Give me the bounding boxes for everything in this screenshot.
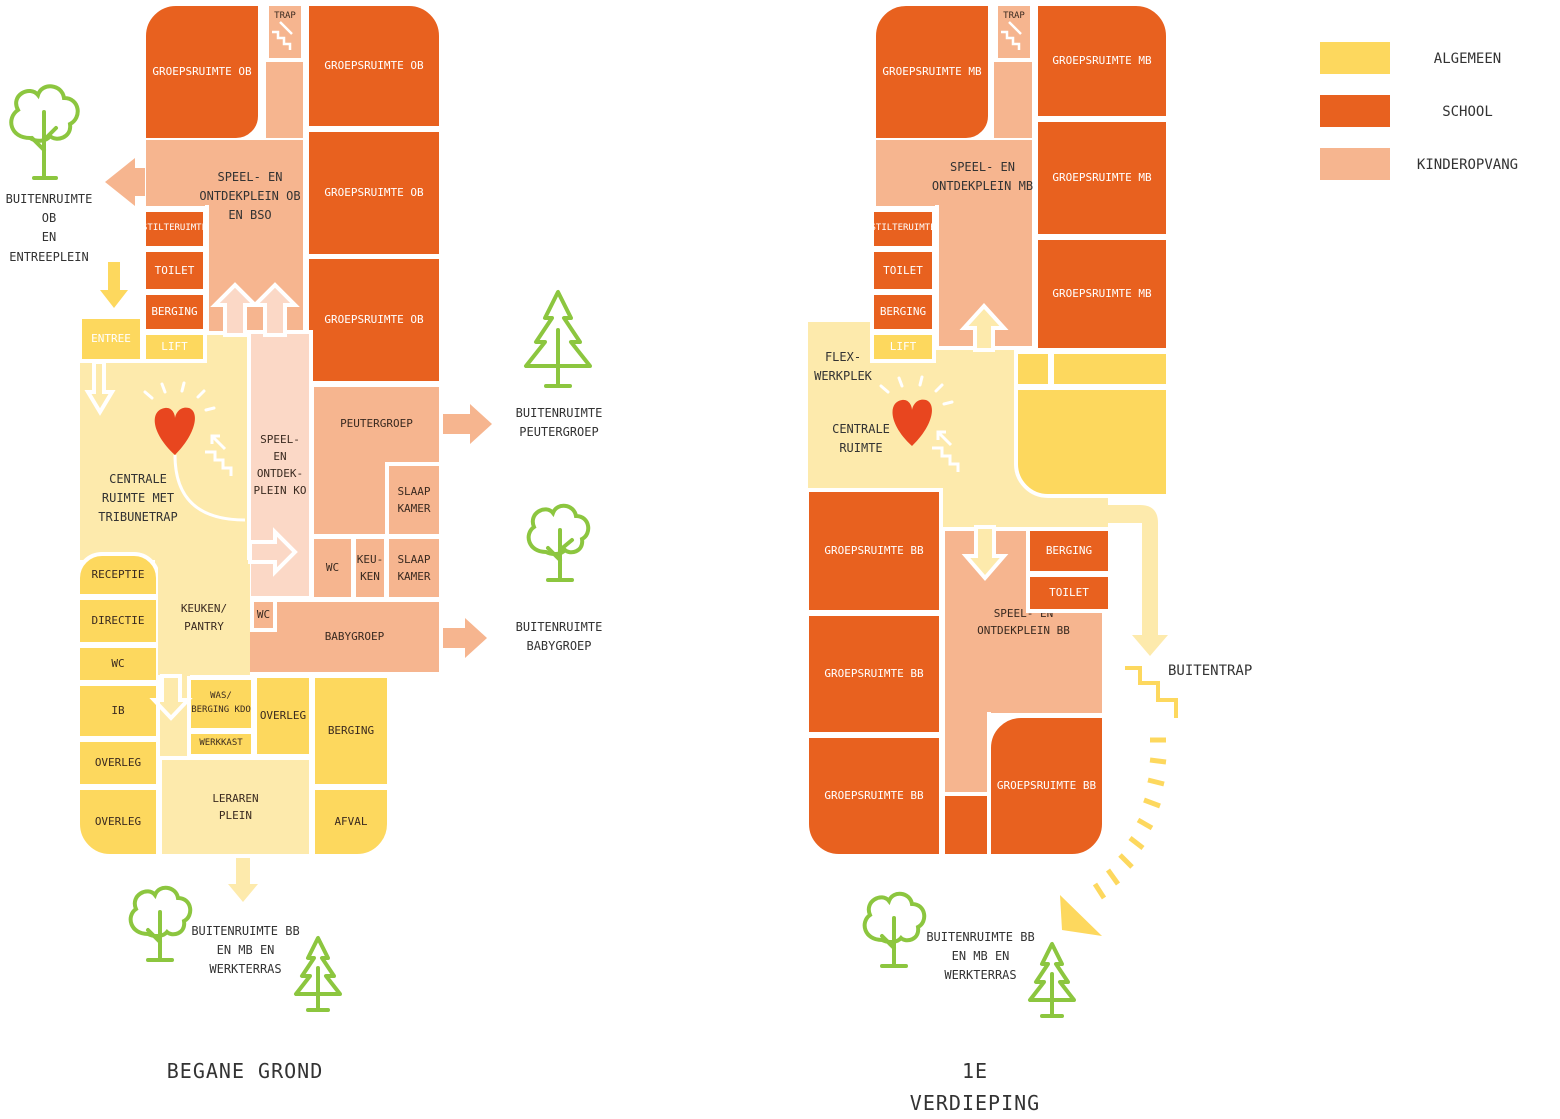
room-overleg-3: OVERLEG: [253, 674, 313, 758]
room-groepsruimte-bb-3: GROEPSRUIMTE BB: [805, 734, 943, 858]
legend-label-algemeen: ALGEMEEN: [1433, 51, 1502, 67]
room-keuken-pantry: KEUKEN/ PANTRY: [158, 560, 250, 675]
room-toilet-first: TOILET: [870, 248, 936, 293]
yellow-block-3: [1014, 386, 1170, 498]
label-buitentrap: BUITENTRAP: [1168, 663, 1253, 679]
room-trap-ground: TRAP: [265, 2, 305, 62]
arrow-to-buiten-ob: [105, 158, 145, 206]
label-buiten-bb-ground: BUITENRUIMTE BB EN MB EN WERKTERRAS: [191, 924, 300, 977]
room-afval: AFVAL: [311, 786, 391, 858]
label-flexwerkplek: FLEX- WERKPLEK: [814, 350, 872, 384]
arrow-to-buiten-bb: [228, 858, 258, 902]
arrow-entree-into-central: [84, 360, 116, 416]
room-stilteruimte-ground: STILTERUIMTE: [142, 208, 207, 250]
legend-swatch-kinderopvang: [1320, 148, 1390, 180]
room-groepsruimte-ob-4: GROEPSRUIMTE OB: [305, 255, 443, 385]
stairs-icon-trap-ground: [272, 21, 293, 50]
arrow-up-speel-2: [250, 282, 300, 337]
label-centrale-ruimte-first: CENTRALE RUIMTE: [832, 422, 890, 456]
room-lift-first: LIFT: [870, 331, 936, 363]
label-speel-ob-bso: SPEEL- EN ONTDEKPLEIN OB EN BSO: [199, 170, 301, 223]
room-groepsruimte-mb-3: GROEPSRUIMTE MB: [1034, 118, 1170, 238]
speel-ob-area-lower: [205, 205, 307, 335]
room-overleg-2: OVERLEG: [76, 786, 160, 858]
room-toilet-ground: TOILET: [142, 248, 207, 293]
legend-label-kinderopvang: KINDEROPVANG: [1416, 157, 1519, 173]
room-wc-1: WC: [310, 535, 355, 601]
label-buiten-bb-first: BUITENRUIMTE BB EN MB EN WERKTERRAS: [926, 930, 1035, 983]
room-entree: ENTREE: [78, 315, 144, 363]
speel-mb-area-main: [872, 140, 1036, 210]
arrow-to-buiten-peuter: [443, 404, 492, 444]
tree-icon-buiten-peuter: [524, 290, 592, 388]
stairs-icon-trap-first: [1001, 21, 1022, 50]
arrow-entree-down: [100, 262, 128, 308]
tree-icon-buiten-baby: [526, 503, 591, 582]
tree-icon-buiten-ob: [9, 84, 80, 180]
room-berging-first: BERGING: [870, 291, 936, 333]
room-trap-first: TRAP: [994, 2, 1034, 62]
room-slaapkamer-2: SLAAP KAMER: [385, 535, 443, 601]
dashed-path-to-buiten: [1060, 737, 1167, 936]
tree-icon-buiten-bb-first-1: [862, 891, 927, 968]
room-wc-2-box: WC: [250, 598, 277, 632]
room-berging-first-2: BERGING: [1026, 527, 1112, 575]
label-speel-mb: SPEEL- EN ONTDEKPLEIN MB: [931, 160, 1034, 194]
heart-icon-first: [879, 375, 954, 446]
room-groepsruimte-bb-4: GROEPSRUIMTE BB: [987, 714, 1106, 858]
legend-swatch-school: [1320, 95, 1390, 127]
arrow-to-buitentrap: [1108, 505, 1168, 656]
arrow-to-speel-ko: [248, 527, 298, 577]
title-begane-grond: BEGANE GROND: [166, 1059, 324, 1083]
label-centrale-ruimte-ground: CENTRALE RUIMTE MET TRIBUNETRAP: [98, 472, 178, 525]
diagram-overlay: [9, 21, 1178, 1018]
room-groepsruimte-bb-1: GROEPSRUIMTE BB: [805, 488, 943, 614]
room-groepsruimte-ob-3: GROEPSRUIMTE OB: [305, 128, 443, 258]
stairs-icon-ground: [173, 434, 246, 522]
room-lift-ground: LIFT: [142, 331, 207, 363]
tree-icon-buiten-bb-ground-2: [294, 936, 342, 1012]
floor-plan-diagram: GROEPSRUIMTE OB SPEEL- EN ONTDEKPLEIN OB…: [5, 2, 1519, 1115]
arrow-down-corridor: [149, 674, 193, 721]
speel-bb-lower: [941, 712, 991, 796]
arrow-up-speel-1: [210, 282, 260, 337]
room-lerarenplein: LERAREN PLEIN: [158, 756, 313, 858]
tree-icon-buiten-bb-first-2: [1028, 942, 1076, 1018]
label-buiten-ob: BUITENRUIMTE OB EN ENTREEPLEIN: [5, 192, 93, 264]
legend-swatch-algemeen: [1320, 42, 1390, 74]
room-was-berging: WAS/ BERGING KDO: [187, 676, 255, 732]
arrow-up-speel-mb: [959, 303, 1009, 352]
room-groepsruimte-mb-1: GROEPSRUIMTE MB: [872, 2, 992, 142]
label-buiten-peuter: BUITENRUIMTE PEUTERGROEP: [515, 406, 603, 440]
legend-label-school: SCHOOL: [1442, 104, 1493, 120]
room-slaapkamer-1: SLAAP KAMER: [385, 462, 443, 538]
room-toilet-first-2: TOILET: [1026, 573, 1112, 613]
stairs-icon-buitentrap: [1125, 666, 1178, 718]
tree-icon-buiten-bb-ground-1: [128, 885, 193, 962]
arrow-down-speel-bb: [961, 525, 1009, 582]
stairs-icon-first: [932, 430, 960, 472]
heart-icon: [143, 381, 216, 455]
room-babygroep: BABYGROEP: [250, 598, 443, 676]
arrow-to-buiten-baby: [443, 618, 487, 658]
label-buiten-baby: BUITENRUIMTE BABYGROEP: [515, 620, 603, 654]
